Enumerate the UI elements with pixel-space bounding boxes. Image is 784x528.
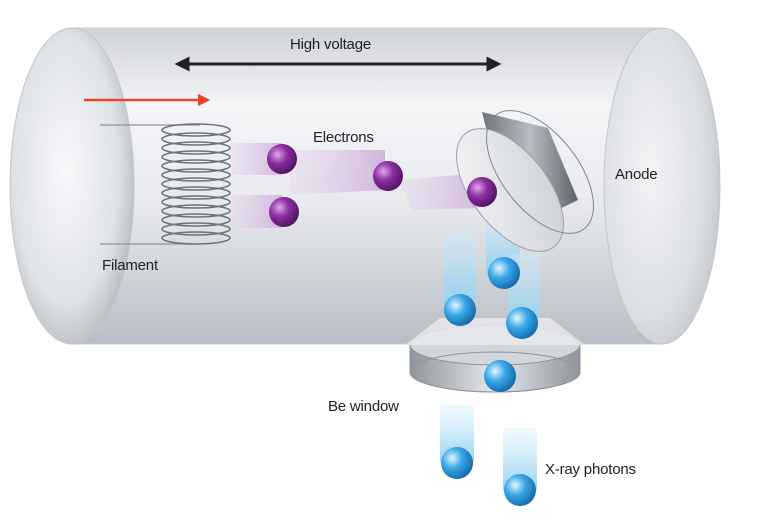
xray-photons-label: X-ray photons — [545, 461, 636, 478]
electrons-label: Electrons — [313, 129, 374, 146]
be-window-label: Be window — [328, 398, 399, 415]
electron-trail-4 — [398, 174, 482, 210]
photon-particle — [506, 307, 538, 339]
electron-particle — [373, 161, 403, 191]
photon-particle — [441, 447, 473, 479]
anode-target — [456, 110, 594, 252]
tube-left-end — [9, 27, 135, 345]
photon-beam-1 — [444, 225, 476, 306]
photon-beam-out-1 — [440, 405, 474, 462]
high-voltage-label: High voltage — [290, 36, 371, 53]
tube-right-end — [603, 27, 721, 345]
electron-trail-1 — [230, 143, 282, 175]
photon-particle — [484, 360, 516, 392]
photon-particle — [504, 474, 536, 506]
photon-particle — [444, 294, 476, 326]
electron-trail-3 — [290, 150, 385, 195]
filament-label: Filament — [102, 257, 158, 274]
photon-beam-out-2 — [503, 428, 537, 490]
electron-particle — [467, 177, 497, 207]
anode-label: Anode — [615, 166, 658, 183]
electron-particle — [267, 144, 297, 174]
electron-trail-2 — [230, 195, 282, 228]
photon-particle — [488, 257, 520, 289]
electron-particle — [269, 197, 299, 227]
filament-coil-icon — [161, 123, 231, 245]
